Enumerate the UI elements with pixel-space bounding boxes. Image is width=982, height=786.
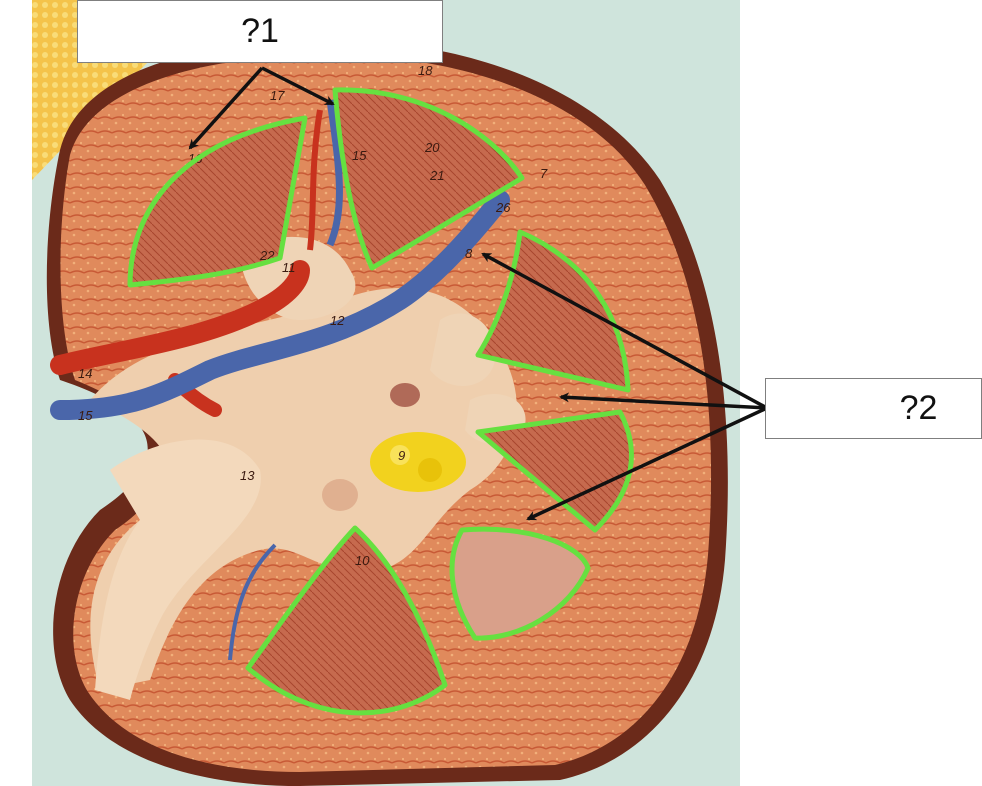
arrow-2b [559, 392, 768, 410]
sinus-fat [370, 432, 466, 492]
renal-vein [50, 190, 510, 420]
model-number: 10 [355, 553, 370, 568]
model-number: 7 [540, 166, 548, 181]
label-box-2: ?2 [765, 378, 982, 439]
minor-calyx [430, 313, 496, 387]
vessel-cross-section [322, 479, 358, 511]
model-number: 15 [78, 408, 93, 423]
label-2-text: ?2 [899, 389, 938, 427]
model-number: 15 [352, 148, 367, 163]
label-box-1: ?1 [77, 0, 443, 63]
renal-pyramid [130, 118, 305, 285]
arrow-2a [481, 252, 768, 410]
renal-artery [50, 260, 310, 375]
renal-pyramid [478, 412, 632, 530]
model-number: 26 [495, 200, 511, 215]
model-number: 9 [398, 448, 405, 463]
model-number: 8 [465, 246, 473, 261]
interlobar-vein [326, 99, 343, 247]
pointer-arrows [188, 66, 768, 521]
arrow-1b [261, 66, 335, 106]
pyramid-outline-5 [449, 526, 591, 641]
label-1-text: ?1 [241, 12, 279, 50]
vessel-cross-section [390, 383, 420, 407]
model-number: 13 [240, 468, 255, 483]
pyramid-outline-6 [245, 525, 448, 716]
model-number: 11 [282, 260, 296, 275]
model-number: 18 [418, 63, 433, 78]
model-number: 21 [429, 168, 444, 183]
renal-pyramid [335, 89, 522, 268]
interlobar-artery [307, 109, 323, 251]
model-number: 12 [330, 313, 345, 328]
arrow-1a [188, 66, 264, 150]
arcuate-vein [228, 543, 277, 661]
model-number: 20 [424, 140, 440, 155]
ureter [95, 439, 261, 700]
arrow-2c [526, 406, 768, 521]
pyramid-outline-3 [475, 229, 631, 393]
model-number: 17 [270, 88, 285, 103]
renal-pyramid [248, 528, 445, 713]
pyramid-outline-2 [332, 87, 525, 271]
pyramid-outline-1 [127, 115, 308, 288]
model-number: 14 [78, 366, 92, 381]
